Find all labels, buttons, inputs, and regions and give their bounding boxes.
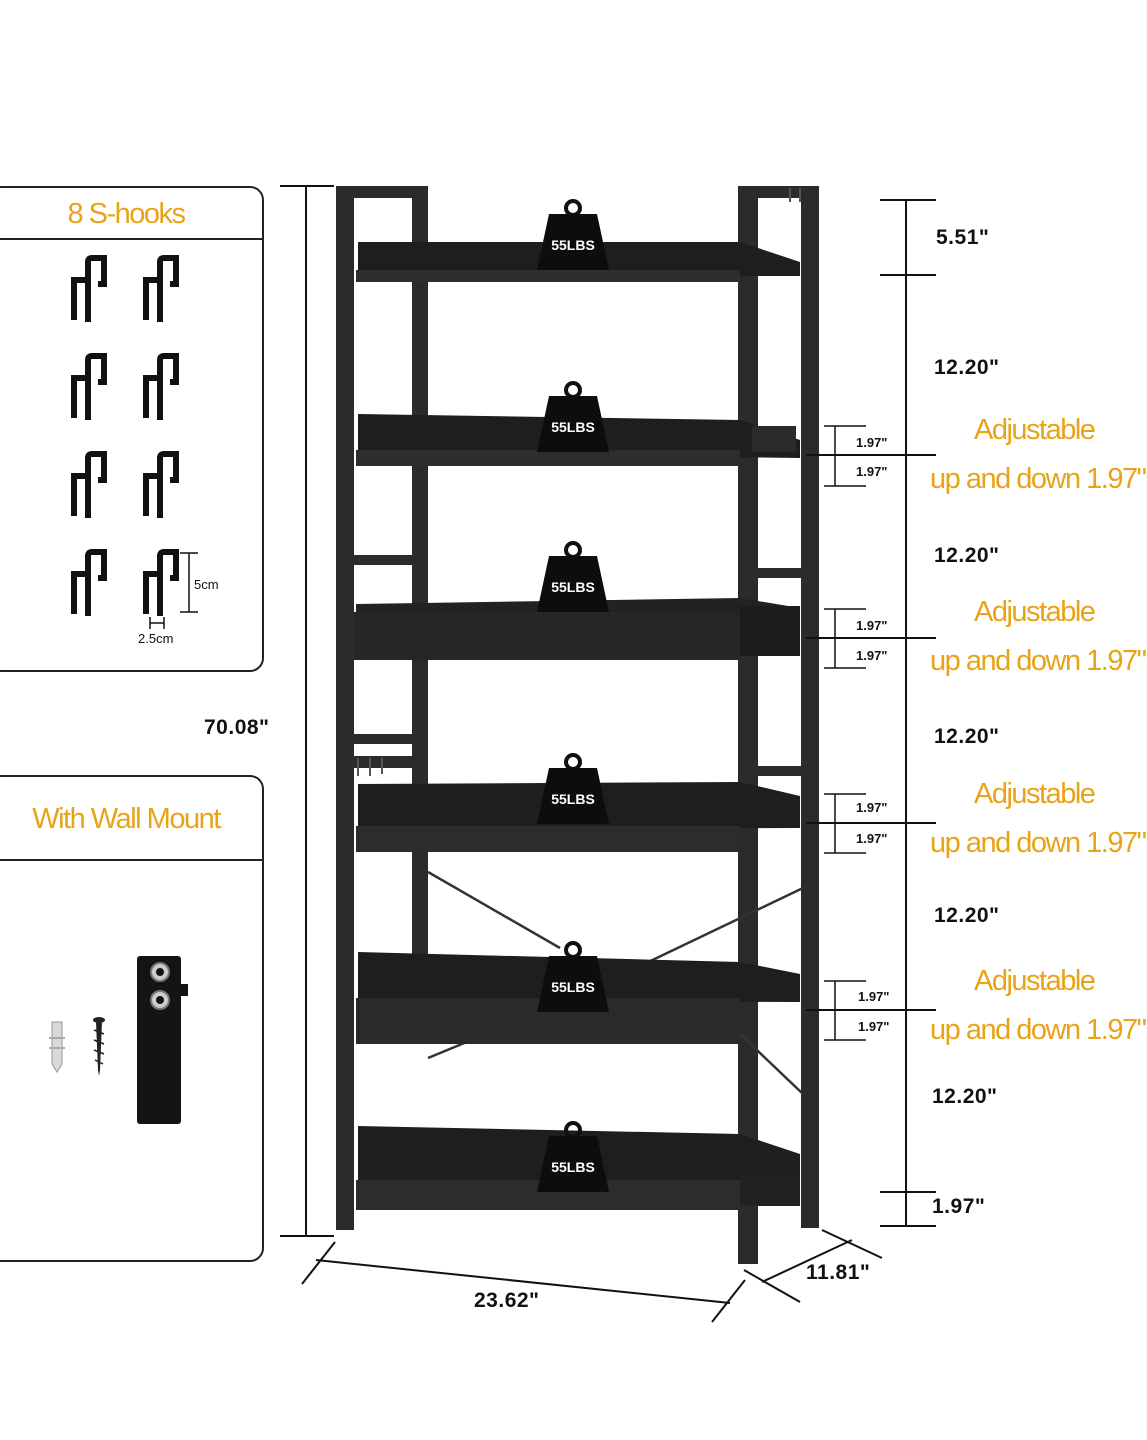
bookshelf-frame [336,186,819,1264]
adjust-offset-label: 1.97" [856,618,888,633]
weight-label: 55LBS [551,237,595,253]
shelf [354,598,800,660]
s-hooks-divider [0,238,262,240]
adjust-offset-label: 1.97" [858,1019,890,1034]
height-dimension-line [280,185,334,1237]
adjust-bracket [824,425,866,1041]
top-gap-label: 5.51" [936,226,990,249]
weight-icon: 55LBS [537,381,609,452]
adjust-offset-label: 1.97" [856,800,888,815]
adjustable-title: Adjustable [974,778,1096,810]
weight-icon: 55LBS [537,541,609,612]
weight-icon: 55LBS [537,199,609,270]
wall-mount-divider [0,859,262,861]
right-dimension-line [806,199,936,1227]
adjustable-range: up and down 1.97" [930,1014,1147,1046]
shelf-gap-label: 12.20" [934,904,1000,927]
depth-dimension-line [743,1229,883,1303]
weight-icon: 55LBS [537,1121,609,1192]
weight-label: 55LBS [551,791,595,807]
s-hooks-panel: 8 S-hooks [0,186,264,672]
adjustable-range: up and down 1.97" [930,827,1147,859]
height-label: 70.08" [204,716,270,739]
adjustable-title: Adjustable [974,596,1096,628]
weights: 55LBS 55LBS 55LBS 55LBS 55LBS 55LBS [537,199,609,1192]
adjust-offset-label: 1.97" [856,648,888,663]
depth-label: 11.81" [806,1261,871,1284]
shelf-gap-label: 12.20" [934,356,1000,379]
width-dimension-line [301,1241,746,1323]
wall-mount-title: With Wall Mount [32,803,221,835]
adjust-offset-label: 1.97" [856,435,888,450]
weight-label: 55LBS [551,979,595,995]
weight-label: 55LBS [551,579,595,595]
shelf-gap-label: 12.20" [932,1085,998,1108]
wall-mount-panel: With Wall Mount [0,775,264,1262]
bottom-gap-label: 1.97" [932,1195,986,1218]
weight-icon: 55LBS [537,753,609,824]
hook-height-label: 5cm [194,577,219,592]
hook-width-label: 2.5cm [138,631,174,646]
adjustable-title: Adjustable [974,965,1096,997]
adjustable-range: up and down 1.97" [930,645,1147,677]
shelf-gap-label: 12.20" [934,725,1000,748]
weight-label: 55LBS [551,1159,595,1175]
shelf-gap-label: 12.20" [934,544,1000,567]
adjust-offset-label: 1.97" [856,831,888,846]
adjustable-title: Adjustable [974,414,1096,446]
adjust-offset-label: 1.97" [856,464,888,479]
hung-s-hooks [357,188,801,776]
adjust-offset-label: 1.97" [858,989,890,1004]
s-hooks-title: 8 S-hooks [67,198,186,230]
weight-label: 55LBS [551,419,595,435]
width-label: 23.62" [474,1289,540,1312]
weight-icon: 55LBS [537,941,609,1012]
adjustable-range: up and down 1.97" [930,463,1147,495]
